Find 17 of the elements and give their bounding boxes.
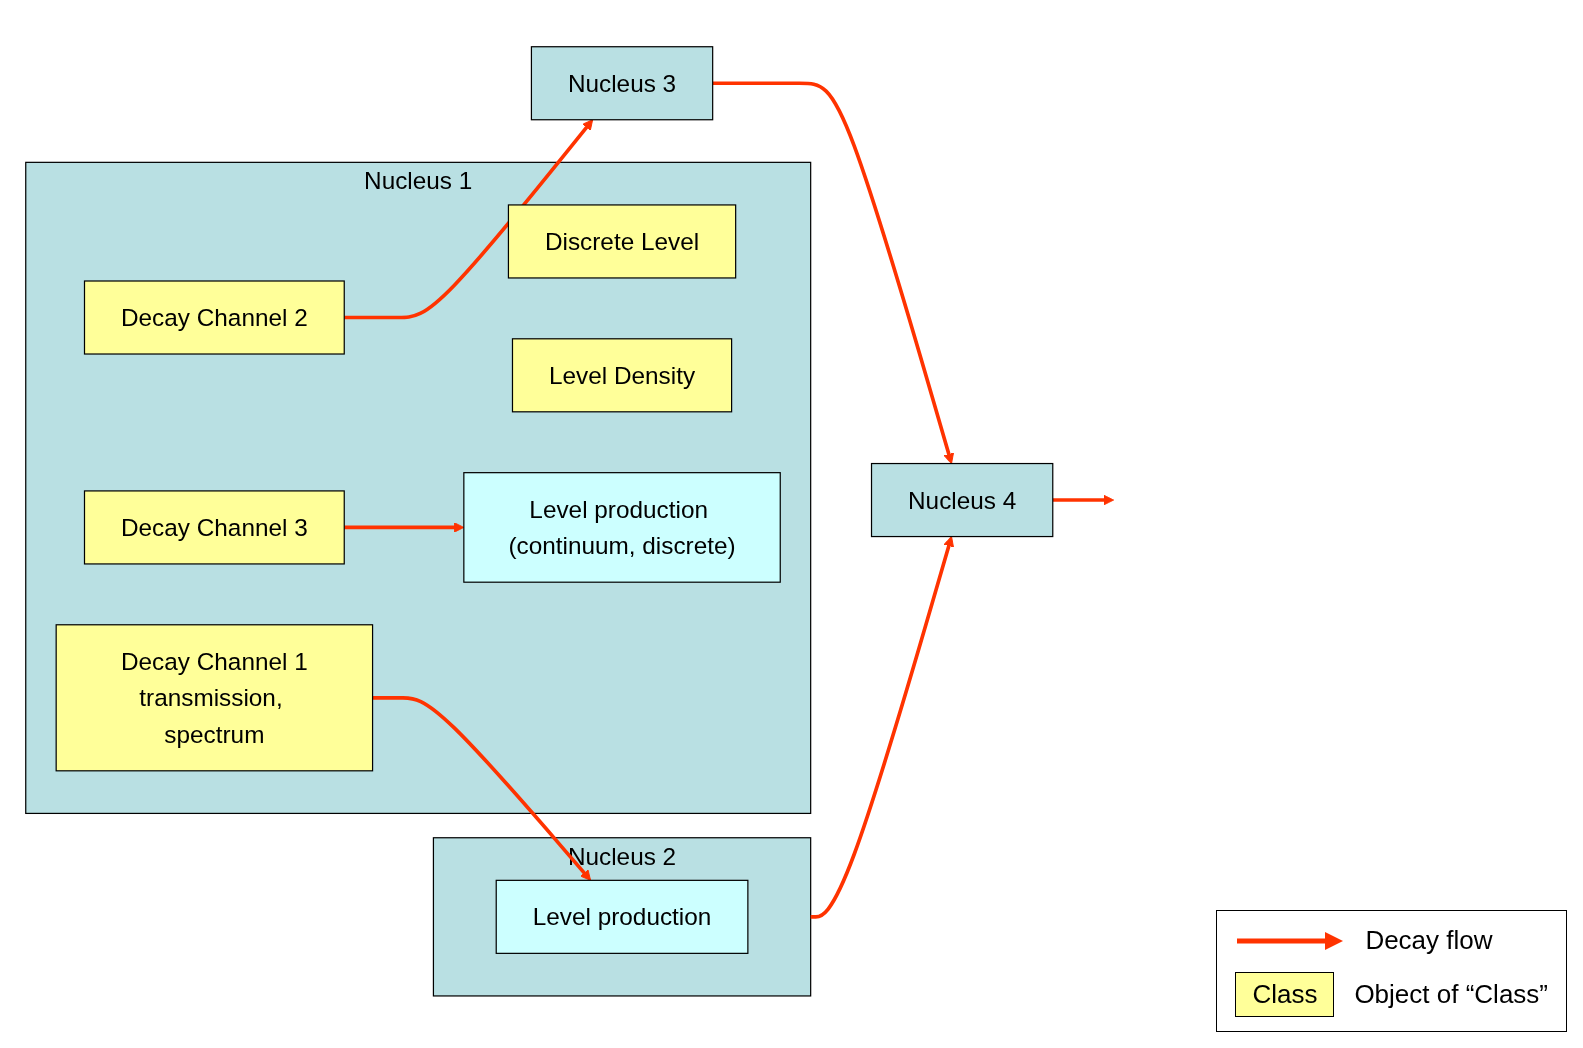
arrow xyxy=(810,535,954,919)
arrow xyxy=(372,695,592,881)
node-box: Level Density xyxy=(511,337,733,413)
node-box: Nucleus 3 xyxy=(530,45,714,120)
node-box: Decay Channel 3 xyxy=(83,489,345,565)
node-box: Decay Channel 1 transmission, spectrum xyxy=(55,623,374,772)
arrow xyxy=(344,118,594,319)
node-box: Discrete Level xyxy=(507,204,737,279)
arrow xyxy=(1052,494,1115,506)
legend-text: Object of “Class” xyxy=(1354,979,1548,1010)
node-box: Decay Channel 2 xyxy=(83,280,345,355)
legend-text: Decay flow xyxy=(1365,925,1493,956)
node-box: Nucleus 4 xyxy=(870,462,1054,537)
node-box: Level production (continuum, discrete) xyxy=(463,471,781,583)
arrow xyxy=(712,81,954,464)
node-box: Level production xyxy=(495,879,749,954)
legend-swatch: Class xyxy=(1235,972,1335,1017)
